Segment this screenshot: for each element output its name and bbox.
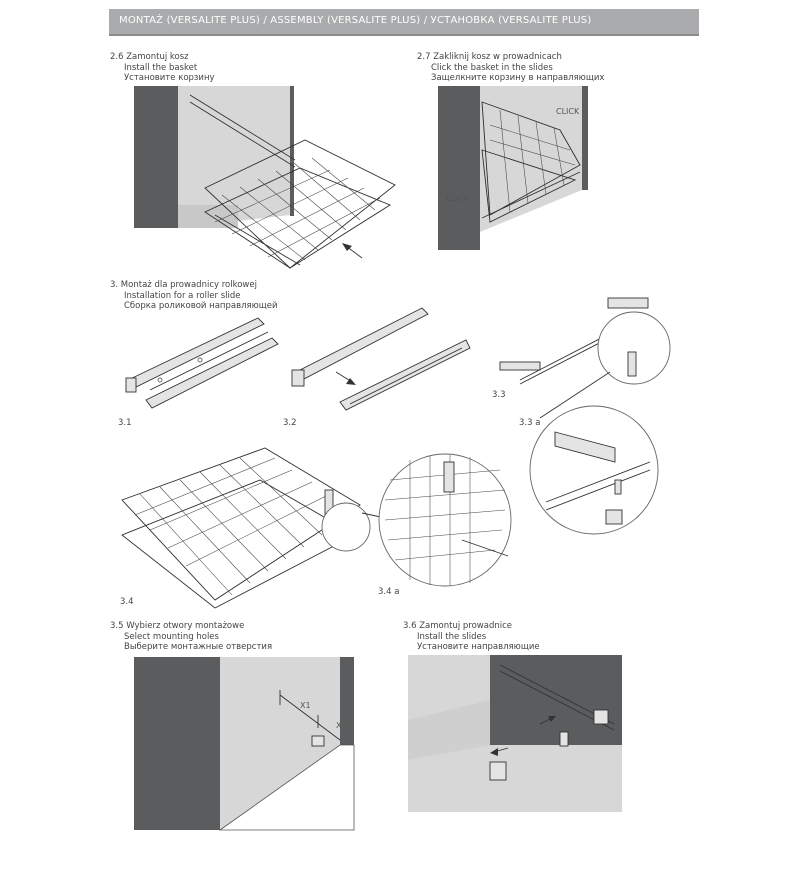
caption-step-2-6: 2.6 Zamontuj kosz Install the basket Уст… (110, 52, 215, 84)
figure-label-3-4a: 3.4 a (378, 587, 400, 597)
caption-line: Select mounting holes (124, 631, 219, 642)
detail-circle (597, 311, 671, 385)
figure-3-6-install-slides (408, 655, 622, 812)
click-label: CLICK (556, 107, 580, 116)
page-header: MONTAŻ (VERSALITE PLUS) / ASSEMBLY (VERS… (109, 9, 699, 36)
direction-arrow-icon (539, 716, 556, 725)
caption-step-3: 3. Montaż dla prowadnicy rolkowej Instal… (110, 280, 278, 312)
caption-line: Защелкните корзину в направляющих (431, 73, 605, 83)
figure-2-6-install-basket (134, 86, 396, 269)
detail-circle (378, 453, 512, 587)
figure-label-3-4: 3.4 (120, 597, 134, 607)
caption-step-3-5: 3.5 Wybierz otwory montażowe Select moun… (110, 621, 272, 653)
figure-3-2-separate-slides (291, 307, 471, 411)
figure-label-3-2: 3.2 (283, 418, 297, 428)
detail-circle (529, 405, 659, 535)
caption-line: 3.6 Zamontuj prowadnice (403, 621, 513, 631)
header-title: MONTAŻ (VERSALITE PLUS) / ASSEMBLY (VERS… (119, 15, 592, 26)
caption-line: 2.6 Zamontuj kosz (110, 52, 189, 62)
caption-line: 3.5 Wybierz otwory montażowe (110, 621, 245, 631)
figure-2-7-click-basket: CLICK CLICK (438, 86, 588, 250)
caption-line: 2.7 Zakliknij kosz w prowadnicach (417, 52, 562, 62)
caption-line: Выберите монтажные отверстия (124, 642, 273, 652)
dimension-label: X (336, 721, 342, 730)
figure-3-5-select-holes: X1 X (134, 657, 355, 831)
caption-line: Installation for a roller slide (124, 290, 241, 301)
caption-line: Сборка роликовой направляющей (124, 301, 278, 311)
caption-line: Установите направляющие (417, 642, 540, 652)
figure-label-3-3: 3.3 (492, 390, 506, 400)
figure-3-1-slides (125, 317, 279, 409)
basket-wire (481, 101, 581, 223)
basket-wire (204, 139, 396, 269)
figure-label-3-1: 3.1 (118, 418, 132, 428)
caption-line: Install the slides (417, 631, 487, 642)
figure-label-3-3a: 3.3 a (519, 418, 541, 428)
detail-circle (321, 502, 371, 552)
figure-3-4-basket (121, 447, 396, 609)
push-arrow-icon (342, 243, 363, 259)
direction-arrow-icon (335, 371, 356, 385)
caption-step-3-6: 3.6 Zamontuj prowadnice Install the slid… (403, 621, 540, 653)
click-label: CLICK (446, 194, 470, 203)
figure-3-4a-basket-detail (378, 453, 512, 587)
figure-3-3-rod (499, 297, 671, 419)
caption-line: Install the basket (124, 62, 198, 73)
caption-line: Click the basket in the slides (431, 62, 553, 73)
caption-line: 3. Montaż dla prowadnicy rolkowej (110, 280, 257, 290)
caption-line: Установите корзину (124, 73, 215, 83)
dimension-label: X1 (300, 701, 311, 710)
figure-3-3a-bracket-detail (529, 405, 659, 535)
caption-step-2-7: 2.7 Zakliknij kosz w prowadnicach Click … (417, 52, 604, 84)
direction-arrow-icon (490, 747, 509, 756)
